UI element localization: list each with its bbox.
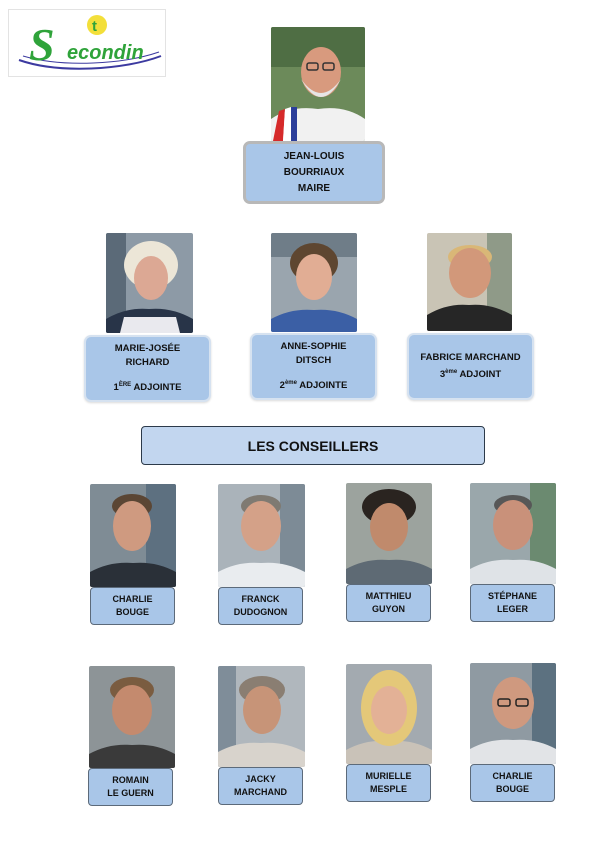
mayor-name-box: JEAN-LOUIS BOURRIAUX MAIRE [243,141,385,204]
deputy-3-role: 3ème ADJOINT [439,368,502,381]
councillors-section-title: LES CONSEILLERS [141,426,485,465]
councillor-6-last-name: MARCHAND [234,787,287,797]
councillor-2-photo [218,484,305,587]
deputy-3-photo [427,233,512,331]
councillor-8-first-name: CHARLIE [492,771,533,781]
councillor-4-last-name: LEGER [496,604,528,614]
deputy-2-first-name: ANNE-SOPHIE [280,340,347,352]
councillor-1-box: CHARLIE BOUGE [90,587,175,625]
councillor-1-last-name: BOUGE [115,607,149,617]
councillor-4-photo [470,483,556,584]
mayor-role: MAIRE [297,182,331,194]
mayor-photo [271,27,365,141]
councillor-5-last-name: LE GUERN [107,788,154,798]
councillor-5-box: ROMAIN LE GUERN [88,768,173,806]
councillor-5-first-name: ROMAIN [112,775,149,785]
councillor-1-photo [90,484,176,587]
councillor-7-last-name: MESPLE [369,784,407,794]
deputy-2-role: 2ème ADJOINTE [279,379,348,392]
deputy-1-first-name: MARIE-JOSÉE [114,342,181,354]
deputy-3-first-name: FABRICE MARCHAND [420,351,521,363]
deputy-2-last-name: DITSCH [295,354,332,366]
councillor-2-box: FRANCK DUDOGNON [218,587,303,625]
mayor-last-name: BOURRIAUX [283,166,345,178]
deputy-1-photo [106,233,193,333]
logo-text: econdin [67,42,144,64]
councillor-6-photo [218,666,305,767]
deputy-3-box: FABRICE MARCHAND 3ème ADJOINT [407,333,534,400]
logo-t: t [92,18,97,35]
councillor-1-first-name: CHARLIE [112,594,153,604]
logo-s: S [29,19,55,70]
deputy-2-box: ANNE-SOPHIE DITSCH 2ème ADJOINTE [250,333,377,400]
councillor-5-photo [89,666,175,768]
councillor-6-first-name: JACKY [245,774,276,784]
councillor-3-box: MATTHIEU GUYON [346,584,431,622]
deputy-1-role: 1ÈRE ADJOINTE [113,381,182,394]
councillor-3-first-name: MATTHIEU [365,591,412,601]
deputy-1-box: MARIE-JOSÉE RICHARD 1ÈRE ADJOINTE [84,335,211,402]
councillor-6-box: JACKY MARCHAND [218,767,303,805]
deputy-1-last-name: RICHARD [125,356,170,368]
mayor-first-name: JEAN-LOUIS [283,150,345,162]
logo-graphic: S t econdin [18,15,162,70]
councillor-4-first-name: STÉPHANE [487,591,537,601]
councillor-8-photo [470,663,556,764]
deputy-2-photo [271,233,357,332]
councillor-3-photo [346,483,432,584]
commune-logo: S t econdin [8,9,166,77]
councillor-7-box: MURIELLE MESPLE [346,764,431,802]
councillor-8-box: CHARLIE BOUGE [470,764,555,802]
councillor-8-last-name: BOUGE [495,784,529,794]
councillor-2-last-name: DUDOGNON [233,607,288,617]
councillor-4-box: STÉPHANE LEGER [470,584,555,622]
councillor-7-photo [346,664,432,764]
councillor-2-first-name: FRANCK [241,594,280,604]
councillor-3-last-name: GUYON [371,604,405,614]
councillor-7-first-name: MURIELLE [365,771,412,781]
